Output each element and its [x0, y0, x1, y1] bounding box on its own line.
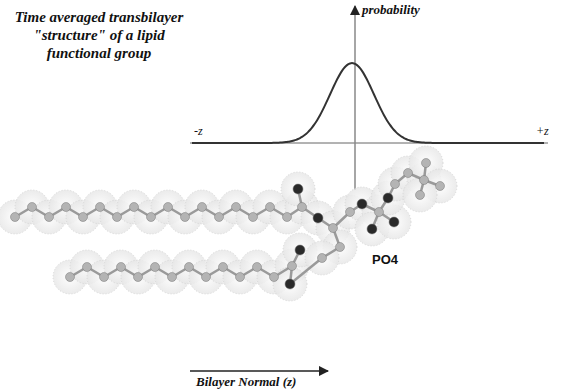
axis-label: probability	[362, 2, 420, 18]
atom	[329, 224, 338, 233]
atom	[313, 213, 323, 223]
atom	[391, 180, 400, 189]
group-label: PO4	[372, 252, 398, 267]
atom	[298, 203, 307, 212]
atom	[45, 213, 54, 222]
atom	[283, 213, 292, 222]
atom	[383, 193, 393, 203]
atom	[181, 213, 190, 222]
atom	[96, 203, 105, 212]
atom	[219, 263, 228, 272]
probability-axes	[190, 6, 548, 190]
normal-arrow	[190, 370, 328, 372]
atom	[336, 243, 345, 252]
bonds	[15, 163, 440, 284]
atom	[232, 203, 241, 212]
atom	[288, 262, 297, 271]
atom	[346, 208, 355, 217]
atom	[11, 213, 20, 222]
atom	[420, 176, 429, 185]
axis-end-label: +z	[536, 124, 549, 139]
atom	[357, 199, 367, 209]
atom	[100, 273, 109, 282]
atom	[270, 273, 279, 282]
axis-end-label: -z	[194, 124, 203, 139]
atom	[147, 213, 156, 222]
atom	[249, 213, 258, 222]
atom	[436, 182, 445, 191]
atom	[130, 203, 139, 212]
atom	[375, 208, 384, 217]
atom	[185, 263, 194, 272]
axis-label: Bilayer Normal (z)	[196, 374, 296, 390]
atom-halo	[273, 267, 307, 301]
atom	[215, 213, 224, 222]
van-der-waals-surface	[0, 146, 457, 301]
atom	[266, 203, 275, 212]
atom	[285, 279, 295, 289]
atom	[404, 169, 413, 178]
atom	[113, 213, 122, 222]
bond	[290, 258, 322, 284]
atom	[151, 263, 160, 272]
atom	[164, 203, 173, 212]
atom	[236, 273, 245, 282]
atom	[198, 203, 207, 212]
atom	[134, 273, 143, 282]
atom	[293, 184, 303, 194]
atom	[117, 263, 126, 272]
atom	[295, 245, 305, 255]
atom	[416, 191, 425, 200]
atom	[367, 224, 377, 234]
figure-title: Time averaged transbilayer "structure" o…	[4, 8, 194, 62]
atom-halo	[305, 241, 339, 275]
atom	[253, 263, 262, 272]
atoms	[11, 159, 445, 290]
atom	[202, 273, 211, 282]
atom	[62, 203, 71, 212]
gaussian-curve	[192, 63, 544, 143]
atom	[168, 273, 177, 282]
atom	[318, 254, 327, 263]
atom-halo	[281, 172, 315, 206]
atom	[83, 263, 92, 272]
atom	[422, 159, 431, 168]
atom	[79, 213, 88, 222]
atom	[28, 203, 37, 212]
atom	[66, 273, 75, 282]
atom	[389, 217, 399, 227]
